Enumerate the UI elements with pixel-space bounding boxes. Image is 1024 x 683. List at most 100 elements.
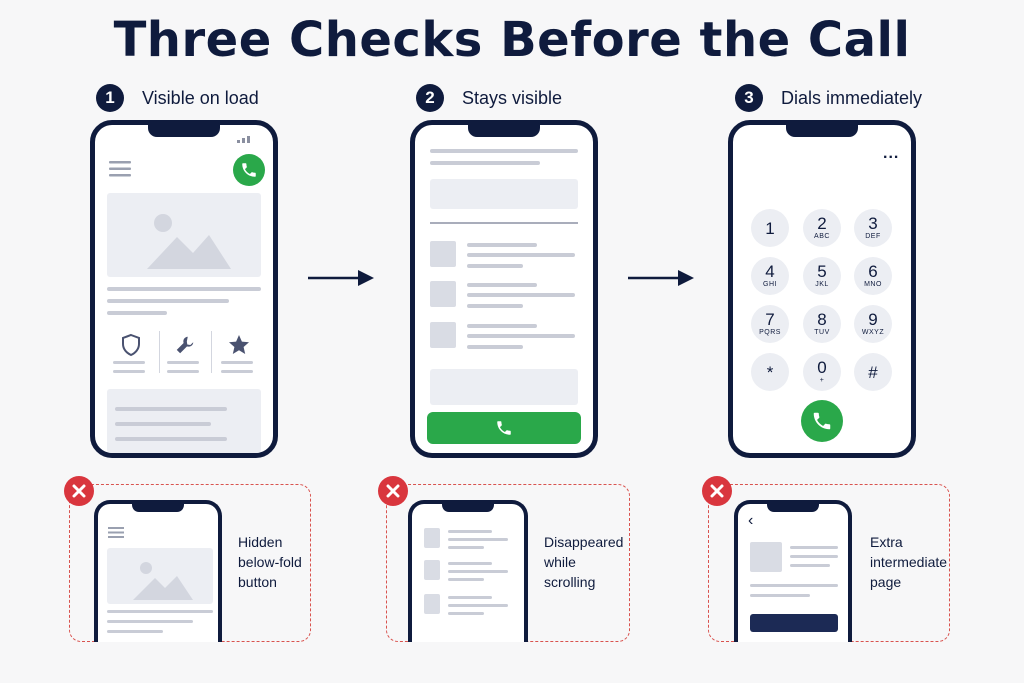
text-line (467, 243, 537, 247)
mini-phone-disappeared (408, 500, 528, 642)
close-icon (64, 476, 94, 506)
text-line (107, 299, 229, 303)
mini-phone-hidden-button (94, 500, 222, 642)
step-3-number: 3 (735, 84, 763, 112)
status-bar-icon (237, 136, 250, 143)
phone-stays-visible (410, 120, 598, 458)
text-line (467, 345, 523, 349)
text-line (221, 361, 253, 364)
phone-icon (497, 421, 511, 435)
text-line (448, 596, 492, 599)
step-1-number: 1 (96, 84, 124, 112)
step-2-header: 2 Stays visible (416, 84, 562, 112)
text-line (107, 630, 163, 633)
dial-key-1[interactable]: 1 (751, 209, 789, 247)
text-line (467, 324, 537, 328)
shield-icon (122, 333, 140, 357)
text-line (430, 161, 540, 165)
phone-notch (468, 125, 540, 137)
content-card (107, 389, 261, 453)
list-thumb (424, 528, 440, 548)
failure-3-text: Extra intermediate page (870, 534, 948, 590)
menu-icon (108, 527, 124, 538)
text-line (448, 538, 508, 541)
list-thumb (430, 281, 456, 307)
dial-key-hash[interactable]: # (854, 353, 892, 391)
call-button[interactable] (233, 154, 265, 186)
dial-call-button[interactable] (801, 400, 843, 442)
list-thumb (430, 322, 456, 348)
text-line (467, 293, 575, 297)
hero-image (107, 193, 261, 277)
star-icon (229, 335, 249, 354)
menu-icon[interactable] (109, 160, 133, 178)
close-icon (378, 476, 408, 506)
dial-key-0[interactable]: 0+ (803, 353, 841, 391)
text-line (467, 253, 575, 257)
text-line (790, 564, 830, 567)
phone-icon (242, 163, 256, 177)
text-line (467, 264, 523, 268)
text-line (448, 546, 484, 549)
list-thumb (424, 560, 440, 580)
failure-1-text: Hidden below-fold button (238, 534, 302, 590)
phone-notch (442, 504, 494, 512)
step-1-header: 1 Visible on load (96, 84, 259, 112)
text-line (115, 437, 227, 441)
text-line (107, 311, 167, 315)
text-line (167, 370, 199, 373)
text-line (750, 594, 810, 597)
text-line (448, 604, 508, 607)
text-line (790, 546, 838, 549)
text-line (448, 530, 492, 533)
dial-key-star[interactable]: * (751, 353, 789, 391)
text-line (107, 610, 213, 613)
mini-phone-extra-page: ‹ (734, 500, 852, 642)
hero-image (107, 548, 213, 604)
close-icon (702, 476, 732, 506)
list-thumb (430, 241, 456, 267)
text-line (113, 370, 145, 373)
text-line (467, 304, 523, 308)
text-line (167, 361, 199, 364)
text-line (448, 562, 492, 565)
text-line (221, 370, 253, 373)
text-line (430, 149, 578, 153)
image-icon (147, 214, 231, 269)
text-line (467, 334, 575, 338)
intermediate-button (750, 614, 838, 632)
list-thumb (424, 594, 440, 614)
scroll-divider (430, 222, 578, 224)
step-2-label: Stays visible (462, 87, 563, 108)
text-line (448, 578, 484, 581)
phone-notch (132, 504, 184, 512)
text-line (448, 612, 484, 615)
text-line (448, 570, 508, 573)
sticky-call-button[interactable] (427, 412, 581, 444)
text-line (115, 407, 227, 411)
back-icon: ‹ (748, 512, 754, 529)
step-3-label: Dials immediately (781, 87, 923, 108)
step-1-label: Visible on load (142, 87, 259, 108)
failure-2-text: Disappeared while scrolling (544, 534, 624, 590)
step-2-number: 2 (416, 84, 444, 112)
more-icon[interactable]: ... (883, 145, 900, 162)
list-thumb (750, 542, 782, 572)
text-line (115, 422, 211, 426)
arrow-right-icon (308, 270, 374, 286)
step-3-header: 3 Dials immediately (735, 84, 922, 112)
text-line (790, 555, 838, 558)
image-icon (133, 562, 193, 600)
text-line (467, 283, 537, 287)
content-block (430, 369, 578, 405)
phone-notch (767, 504, 819, 512)
wrench-icon (176, 336, 194, 354)
